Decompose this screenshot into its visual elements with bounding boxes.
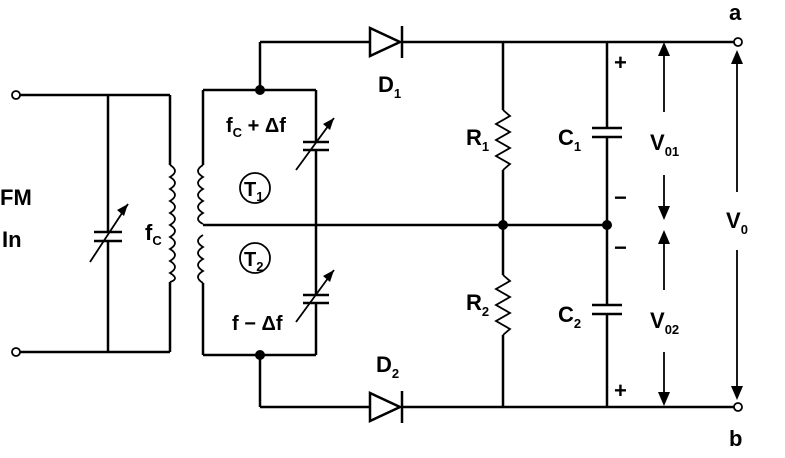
primary-cap-arrowhead xyxy=(117,204,128,216)
d1-label: D1 xyxy=(378,72,401,101)
secondary-coil-lower xyxy=(197,234,205,284)
c1-label: C1 xyxy=(558,125,581,154)
fm-input-section: FM In fC xyxy=(0,90,176,357)
input-terminal-bottom xyxy=(11,347,21,357)
t2-label: T2 xyxy=(244,249,263,274)
v02-label: V02 xyxy=(650,308,679,337)
v0-arrow-up xyxy=(731,50,743,64)
c2-minus-sign: − xyxy=(614,235,627,260)
d2-diode xyxy=(368,391,403,423)
upper-tank-freq-label: fC + Δf xyxy=(226,115,286,140)
v02-arrow-up xyxy=(658,230,670,244)
v02-arrow-down xyxy=(658,392,670,406)
c1-plus-sign: + xyxy=(614,50,627,75)
upper-tank-arrowhead xyxy=(323,118,334,130)
junction-capacitor-mid xyxy=(602,220,612,230)
fm-label: FM xyxy=(0,185,32,210)
r2-label: R2 xyxy=(466,290,489,319)
t1-label: T1 xyxy=(244,179,263,204)
t2-marker xyxy=(239,242,271,274)
d1-diode xyxy=(368,26,403,58)
capacitor-section: C1 C2 + − − + xyxy=(558,42,627,407)
secondary-section: T1 T2 fC + Δf f − Δf xyxy=(197,85,610,360)
r1-resistor xyxy=(494,109,512,171)
r1-label: R1 xyxy=(466,125,489,154)
lower-tank-freq-label: f − Δf xyxy=(232,313,283,335)
c1-minus-sign: − xyxy=(614,185,627,210)
in-label: In xyxy=(2,227,22,252)
c2-plus-sign: + xyxy=(614,378,627,403)
primary-fc-label: fC xyxy=(145,220,162,248)
v0-label: V0 xyxy=(726,208,748,237)
resistor-section: R1 R2 xyxy=(466,42,512,407)
terminal-a xyxy=(733,37,743,47)
v01-arrow-up xyxy=(658,42,670,56)
output-terminals: a b xyxy=(729,0,743,451)
d2-label: D2 xyxy=(376,352,399,381)
junction-resistor-mid xyxy=(498,220,508,230)
input-terminal-top xyxy=(11,90,21,100)
v01-arrow-down xyxy=(658,206,670,220)
lower-tank-arrowhead xyxy=(323,270,334,282)
diode-section: D1 D2 xyxy=(258,26,735,423)
secondary-coil-upper xyxy=(197,164,205,225)
v0-arrow-down xyxy=(731,386,743,400)
voltage-indicators: V01 V02 V0 xyxy=(650,42,748,406)
terminal-b-label: b xyxy=(729,426,742,451)
terminal-a-label: a xyxy=(729,0,742,25)
r2-resistor xyxy=(494,274,512,336)
c2-label: C2 xyxy=(558,302,581,331)
terminal-b xyxy=(733,402,743,412)
v01-label: V01 xyxy=(650,130,679,159)
t1-marker xyxy=(239,172,271,204)
primary-coil xyxy=(168,164,176,283)
